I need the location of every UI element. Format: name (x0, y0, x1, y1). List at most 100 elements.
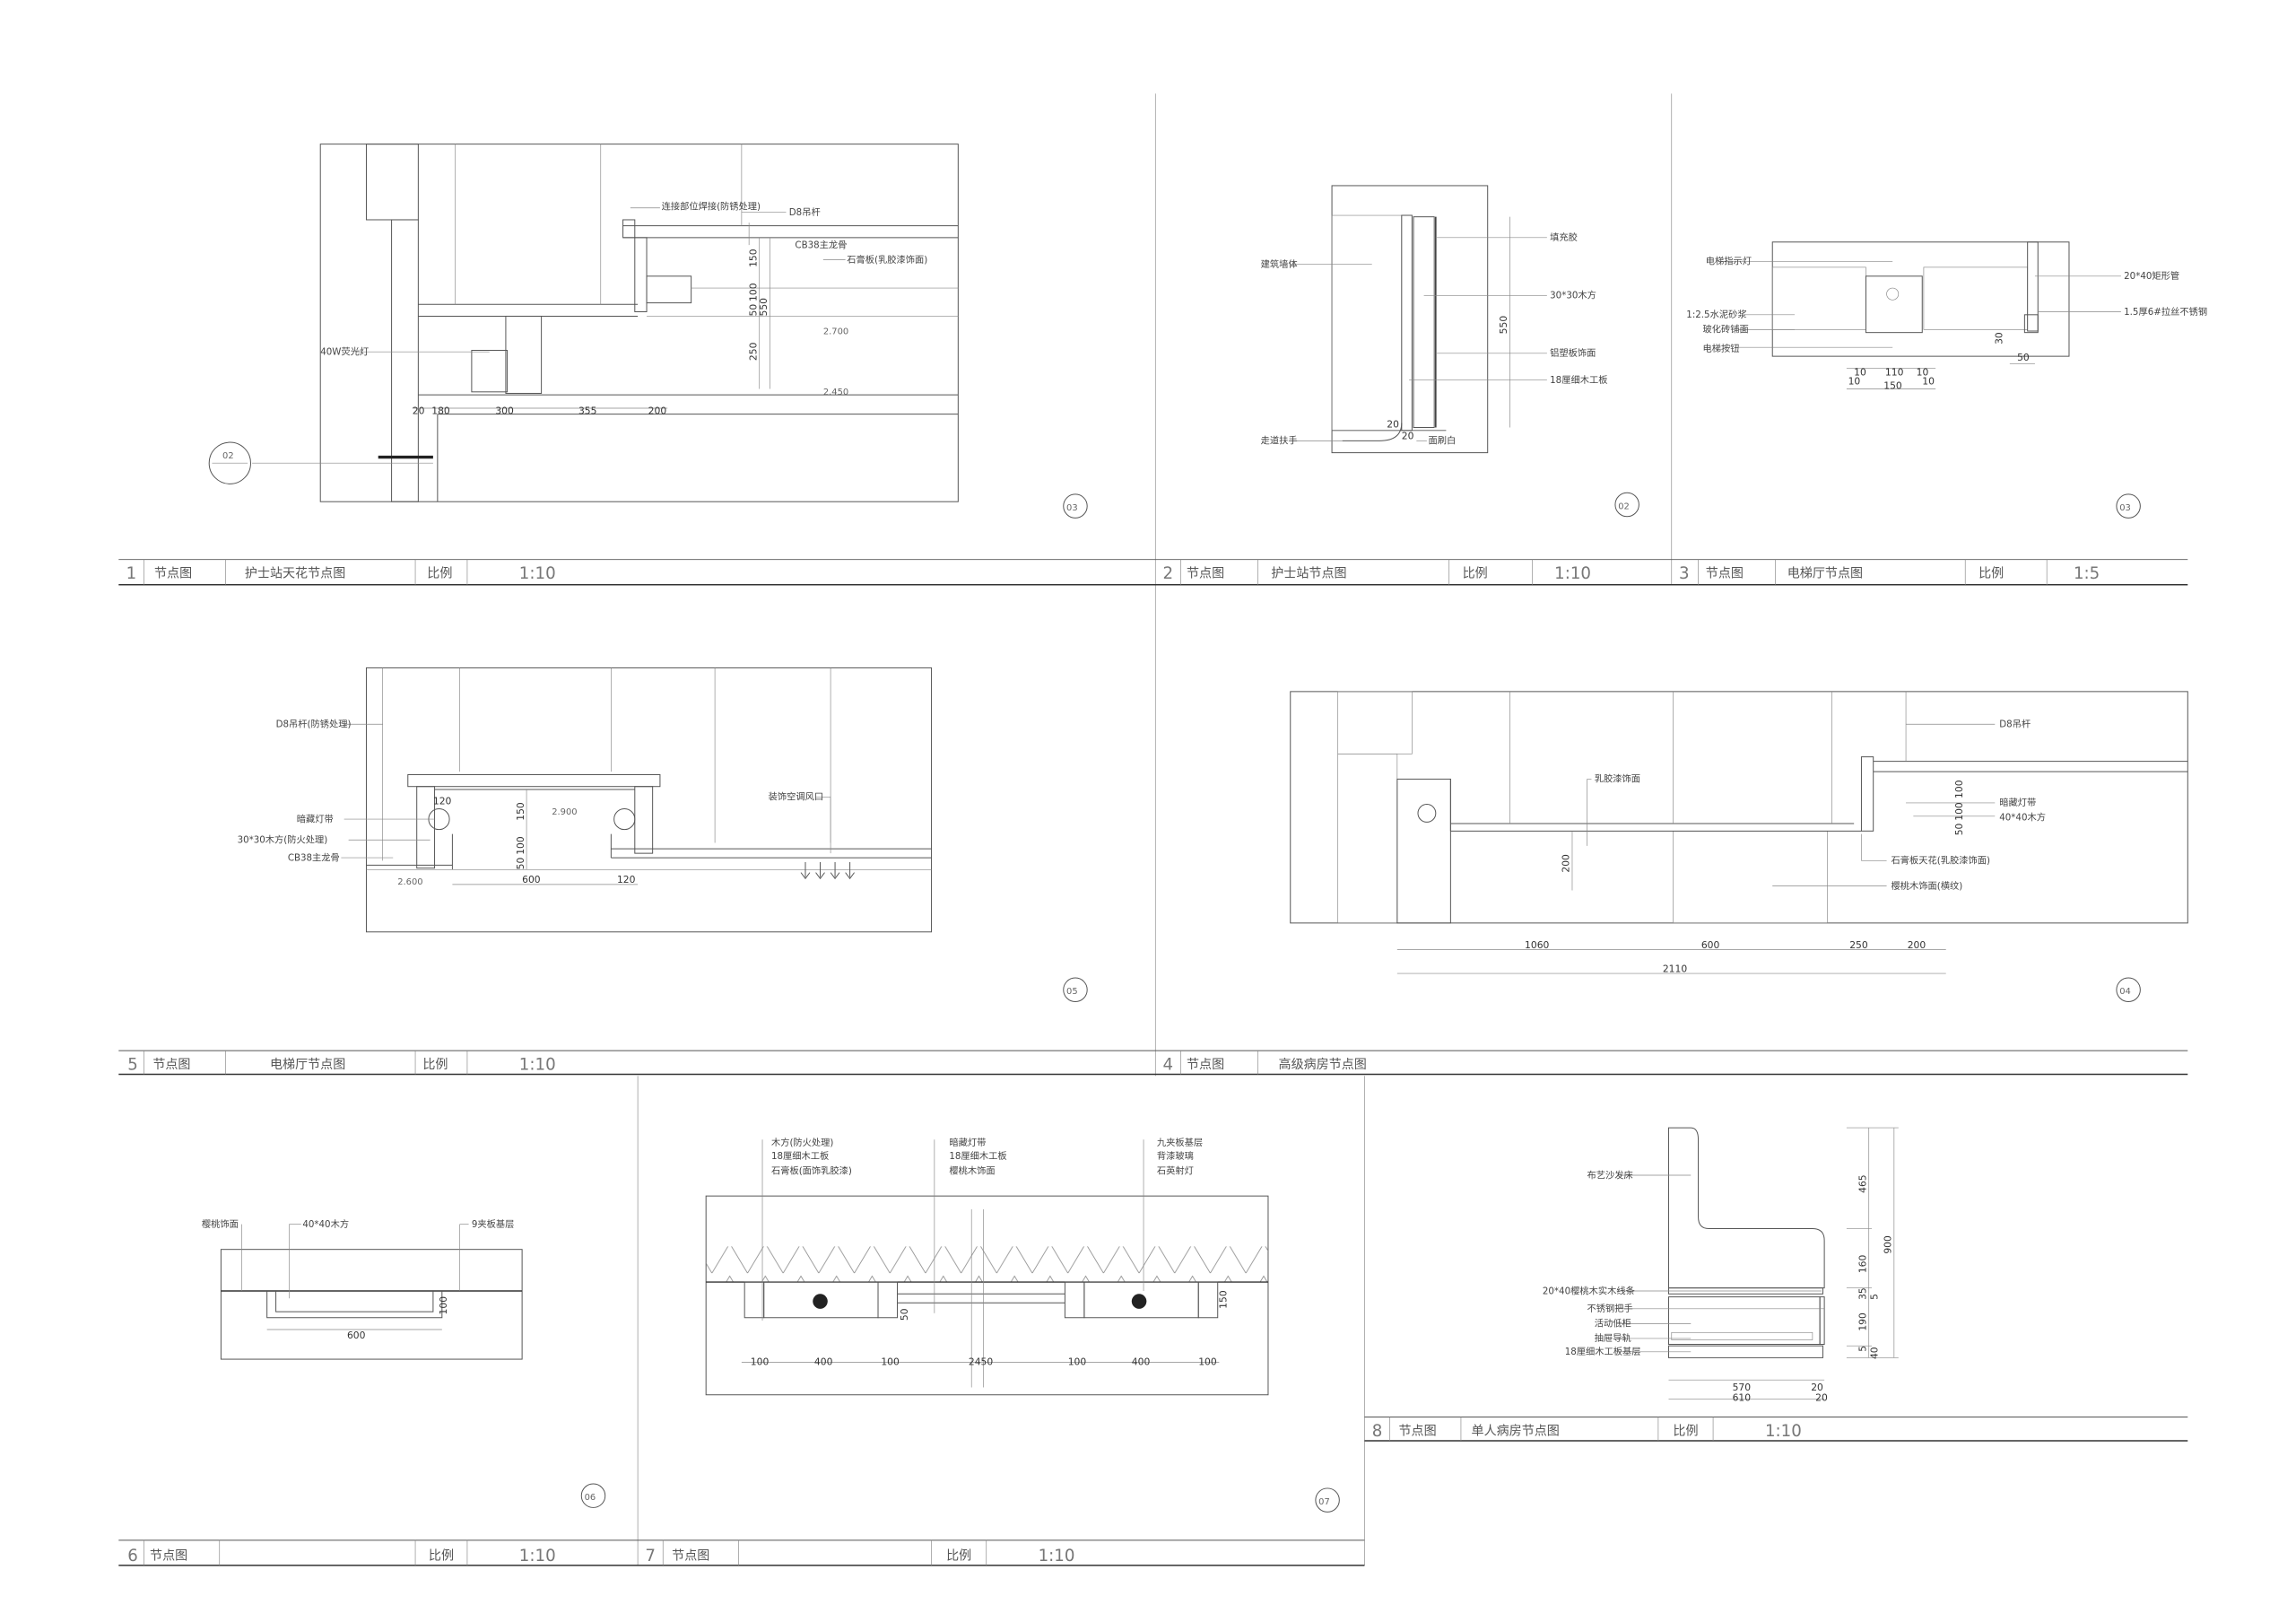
callout-label: 木方(防火处理) (771, 1137, 834, 1148)
dimension: 100 (438, 1296, 449, 1315)
callout-label: 九夹板基层 (1157, 1137, 1203, 1148)
callout-label: 30*30木方 (1550, 290, 1596, 301)
scale-value: 1:5 (2074, 564, 2100, 583)
panel-number: 1 (126, 564, 137, 583)
dimension: 600 (522, 874, 541, 885)
detail-7-drawing: 木方(防火处理) 18厘细木工板 石膏板(面饰乳胶漆) 暗藏灯带 18厘细木工板… (705, 1137, 1340, 1513)
callout-label: CB38主龙骨 (288, 851, 340, 863)
callout-label: 樱桃木饰面(横纹) (1892, 880, 1963, 892)
callout-label: 电梯指示灯 (1706, 256, 1752, 267)
scale-label: 比例 (946, 1548, 971, 1563)
dimension: 10 (1854, 367, 1866, 379)
detail-3-drawing: 电梯指示灯 20*40矩形管 1:2.5水泥砂浆 1.5厚6#拉丝不锈钢 玻化砖… (1686, 241, 2207, 519)
dimension: 20 (1815, 1391, 1828, 1403)
callout-label: 樱桃饰面 (202, 1218, 239, 1230)
callout-label: CB38主龙骨 (795, 239, 847, 250)
dimension: 100 (1953, 780, 1965, 798)
dimension: 2450 (969, 1356, 993, 1368)
callout-label: 装饰空调风口 (769, 791, 824, 803)
callout-label: 乳胶漆饰面 (1595, 773, 1640, 785)
dimension: 600 (1701, 939, 1720, 951)
panel-number: 2 (1163, 564, 1174, 583)
dimension: 200 (1908, 939, 1926, 951)
dimension: 120 (617, 874, 636, 885)
callout-label: 走道扶手 (1261, 435, 1298, 447)
callout-label: 连接部位焊接(防锈处理) (662, 200, 761, 212)
panel-number: 3 (1679, 564, 1690, 583)
callout-label: 1.5厚6#拉丝不锈钢 (2124, 306, 2207, 318)
panel-title: 电梯厅节点图 (270, 1058, 345, 1072)
panel-type: 节点图 (152, 1058, 190, 1072)
scale-value: 1:10 (519, 1547, 556, 1565)
detail-4-drawing: 乳胶漆饰面 D8吊杆 暗藏灯带 40*40木方 石膏板天花(乳胶漆饰面) 樱桃木… (1290, 691, 2188, 1003)
dimension: 10 (1848, 376, 1861, 388)
callout-label: 20*40矩形管 (2124, 270, 2179, 282)
panel-number: 8 (1372, 1422, 1383, 1441)
callout-label: 18厘细木工板 (949, 1150, 1006, 1162)
dimension: 35 (1857, 1287, 1868, 1300)
scale-value: 1:10 (519, 1056, 556, 1075)
dimension: 150 (515, 802, 526, 821)
callout-label: 填充胶 (1550, 231, 1578, 243)
scale-label: 比例 (1463, 567, 1488, 581)
callout-label: D8吊杆 (789, 207, 821, 218)
scale-label: 比例 (429, 1548, 454, 1563)
callout-label: 18厘细木工板基层 (1565, 1346, 1641, 1357)
section-marker: 04 (2119, 987, 2131, 997)
level-mark: 2.900 (552, 807, 577, 817)
panel-type: 节点图 (1706, 567, 1744, 581)
callout-label: 40*40木方 (302, 1218, 349, 1230)
scale-value: 1:10 (1554, 564, 1591, 583)
dimension: 50 (899, 1308, 910, 1321)
dimension: 5 (1869, 1294, 1881, 1300)
dimension: 180 (431, 406, 450, 417)
dimension: 50 (515, 857, 526, 869)
callout-label: 暗藏灯带 (949, 1137, 986, 1148)
callout-label: 暗藏灯带 (297, 813, 334, 824)
title-bar-row-2: 5 节点图 电梯厅节点图 比例 1:10 4 节点图 高级病房节点图 (118, 1050, 2188, 1076)
callout-label: 30*30木方(防火处理) (238, 834, 328, 846)
dimension: 110 (1885, 367, 1904, 379)
panel-number: 4 (1163, 1056, 1174, 1075)
dimension: 50 (747, 304, 759, 317)
scale-value: 1:10 (519, 564, 556, 583)
dimension: 40 (1869, 1347, 1881, 1359)
level-mark: 2.600 (397, 877, 422, 887)
panel-type: 节点图 (672, 1548, 709, 1563)
dimension: 100 (751, 1356, 770, 1368)
scale-label: 比例 (1979, 567, 2004, 581)
dimension: 50 (1953, 823, 1965, 835)
callout-label: 樱桃木饰面 (949, 1164, 995, 1176)
panel-title: 护士站节点图 (1271, 567, 1346, 581)
callout-label: 1:2.5水泥砂浆 (1686, 309, 1746, 320)
level-mark: 2.450 (823, 388, 848, 397)
callout-label: 石膏板天花(乳胶漆饰面) (1892, 855, 1991, 867)
callout-label: 石英射灯 (1157, 1164, 1194, 1176)
dimension: 20 (1811, 1382, 1823, 1393)
callout-label: D8吊杆(防锈处理) (276, 719, 352, 730)
callout-label: 18厘细木工板 (1550, 374, 1607, 386)
detail-marker: 02 (222, 451, 234, 461)
dimension: 150 (747, 249, 759, 267)
scale-label: 比例 (427, 567, 452, 581)
panel-number: 5 (127, 1056, 138, 1075)
scale-value: 1:10 (1765, 1422, 1802, 1441)
dimension: 10 (1922, 376, 1935, 388)
callout-label: 9夹板基层 (472, 1218, 515, 1230)
section-marker: 03 (2119, 503, 2131, 513)
detail-2-drawing: 建筑墙体 填充胶 30*30木方 铝塑板饰面 18厘细木工板 走道扶手 面刷白 … (1261, 185, 1639, 518)
callout-label: 抽屉导轨 (1595, 1332, 1631, 1344)
panel-type: 节点图 (1187, 567, 1224, 581)
callout-label: 建筑墙体 (1261, 258, 1298, 270)
section-marker: 07 (1318, 1497, 1330, 1507)
section-marker: 05 (1066, 987, 1078, 997)
section-marker: 02 (1618, 501, 1630, 511)
callout-label: 18厘细木工板 (771, 1150, 829, 1162)
detail-1-drawing: D8吊杆 连接部位焊接(防锈处理) CB38主龙骨 石膏板(乳胶漆饰面) 40W… (208, 144, 1088, 519)
panel-title: 电梯厅节点图 (1787, 567, 1863, 581)
dimension: 250 (747, 342, 759, 361)
callout-label: 不锈钢把手 (1587, 1303, 1633, 1314)
sheet-grid (637, 93, 1673, 1565)
dimension: 200 (648, 406, 667, 417)
dimension: 250 (1849, 939, 1868, 951)
